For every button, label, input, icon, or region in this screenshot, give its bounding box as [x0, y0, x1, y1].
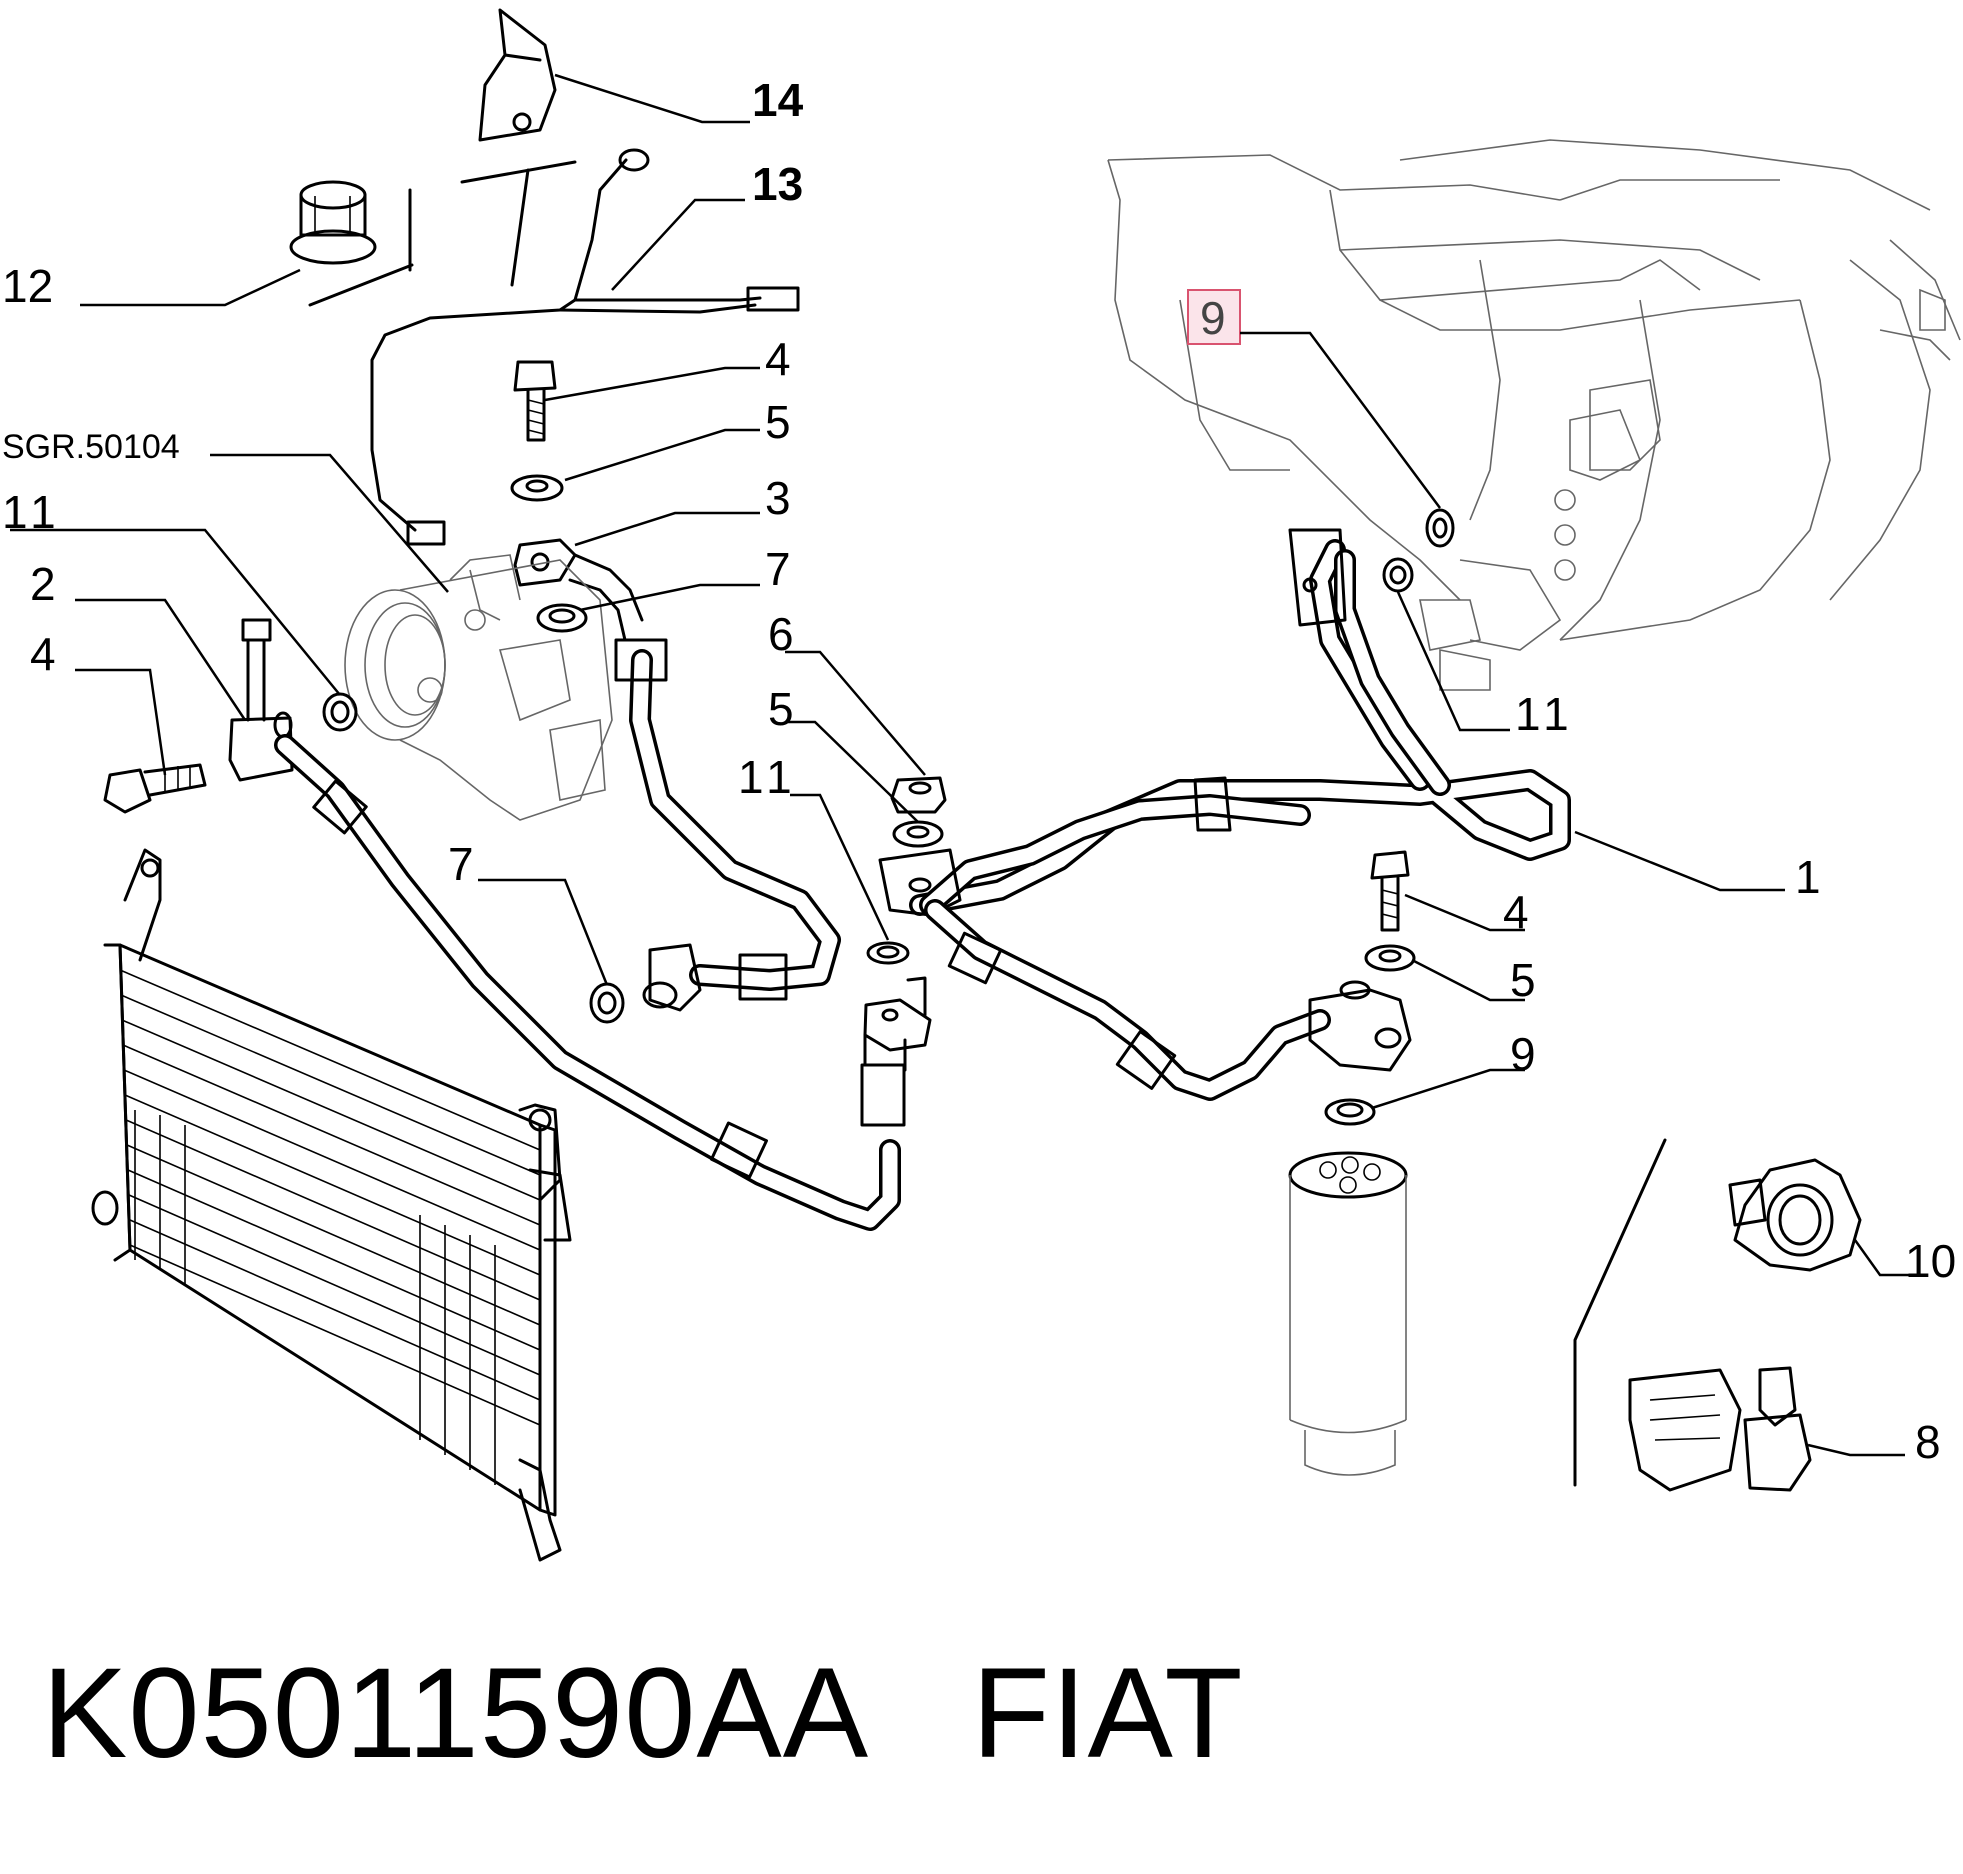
callout-7-top: 7 [765, 543, 791, 595]
oring-9-top [1425, 508, 1455, 548]
bracket-14 [478, 8, 557, 142]
washer-5-top [510, 474, 564, 502]
callout-4-top: 4 [765, 333, 791, 385]
nut-6 [890, 776, 947, 814]
callout-11-left: 11 [2, 486, 62, 538]
callout-9-bottom: 9 [1510, 1028, 1536, 1080]
washer-5-right [1364, 944, 1416, 972]
callout-3: 3 [765, 472, 791, 524]
clamp-10 [1728, 1158, 1862, 1272]
bolt-4-left [103, 763, 207, 814]
pipe-assembly-1 [878, 528, 1571, 1101]
fitting-low-pressure [860, 976, 932, 1127]
callout-sgr-50104: SGR.50104 [2, 428, 180, 466]
callout-10: 10 [1905, 1235, 1956, 1287]
leader-lines [10, 73, 1910, 1457]
callout-4-left: 4 [30, 628, 56, 680]
compressor-fitting [642, 943, 702, 1012]
callout-11-right: 11 [1515, 688, 1575, 740]
bolt-4-top [513, 360, 557, 442]
oring-7-low [589, 982, 625, 1024]
part-number: K05011590AA [42, 1642, 863, 1785]
callout-11-mid: 11 [738, 751, 798, 803]
fitting-2 [228, 618, 294, 782]
oring-11-right [1382, 557, 1414, 593]
fitting-3 [513, 538, 644, 642]
callout-2: 2 [30, 558, 56, 610]
brand-name: FIAT [971, 1642, 1244, 1785]
drier-fitting [1308, 980, 1412, 1072]
callout-4-right: 4 [1503, 886, 1529, 938]
callout-12: 12 [2, 260, 53, 312]
part-number-footer: K05011590AA FIAT [42, 1640, 1244, 1787]
callout-6: 6 [768, 608, 794, 660]
washer-5-mid [892, 820, 944, 848]
callout-9-highlighted: 9 [1200, 292, 1226, 344]
hose-suction [614, 638, 841, 1001]
oring-7-top [536, 603, 588, 633]
callout-5-right: 5 [1510, 954, 1536, 1006]
receiver-drier [1288, 1151, 1408, 1476]
cap-12 [289, 180, 377, 265]
oring-11-mid [866, 941, 910, 965]
bolt-4-right [1370, 850, 1410, 932]
highlight-box-9 [1187, 289, 1241, 345]
compressor [344, 554, 613, 821]
wiring-harness-13 [370, 148, 800, 546]
divider-line [1573, 1138, 1667, 1487]
callout-8: 8 [1915, 1416, 1941, 1468]
oring-9-bottom [1324, 1098, 1376, 1126]
oring-11-left [322, 692, 358, 732]
callout-1: 1 [1795, 851, 1821, 903]
callout-13: 13 [752, 158, 803, 210]
sensor-8 [1628, 1366, 1812, 1492]
callout-14: 14 [752, 74, 804, 126]
condenser [91, 848, 572, 1562]
callout-7-low: 7 [448, 838, 474, 890]
hvac-unit [1107, 139, 1961, 691]
callout-labels: 14 13 12 4 5 3 7 SGR.50104 11 2 4 6 5 11… [2, 74, 1956, 1468]
callout-5-mid: 5 [768, 683, 794, 735]
hose-liquid-line [274, 734, 901, 1231]
callout-5-top: 5 [765, 396, 791, 448]
